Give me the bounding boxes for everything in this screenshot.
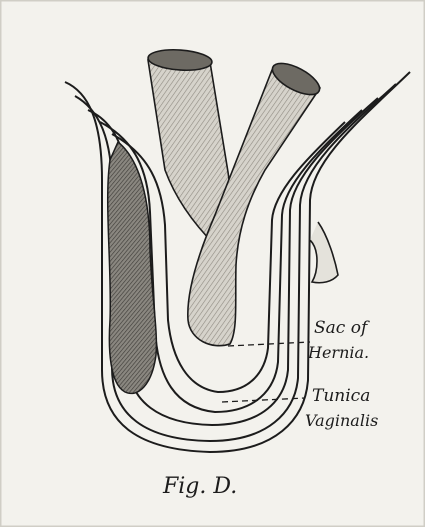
label-tunica-line1: Tunica: [312, 386, 370, 406]
label-sac-line1: Sac of: [314, 318, 367, 338]
testis: [108, 142, 157, 393]
label-sac-line2: Hernia.: [308, 343, 369, 362]
figure-caption: Fig. D.: [163, 474, 237, 499]
cord-loop: [310, 222, 338, 283]
label-tunica-line2: Vaginalis: [305, 411, 378, 430]
